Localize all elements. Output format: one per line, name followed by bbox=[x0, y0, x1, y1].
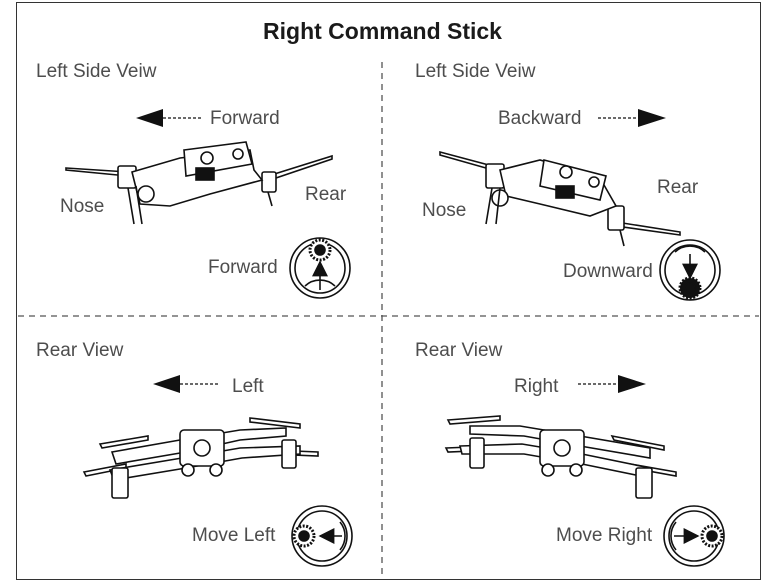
stick-move-right-icon bbox=[663, 505, 725, 567]
panel-4-view-label: Rear View bbox=[415, 340, 503, 361]
drone-side-backward-icon bbox=[439, 150, 681, 247]
panel-2-rear-label: Rear bbox=[657, 177, 699, 198]
panel-2-arrow-right-icon bbox=[598, 109, 666, 127]
panel-1-arrow-left-icon bbox=[136, 109, 202, 127]
panel-2-stick-label: Downward bbox=[563, 261, 653, 282]
panel-3-stick-label: Move Left bbox=[192, 525, 276, 546]
drone-rear-left-icon bbox=[82, 417, 319, 499]
drone-rear-right-icon bbox=[444, 415, 677, 499]
stick-move-left-icon bbox=[291, 505, 353, 567]
panel-1-direction-label: Forward bbox=[210, 108, 280, 129]
panel-4-direction-label: Right bbox=[514, 376, 559, 397]
panel-3-direction-label: Left bbox=[232, 376, 264, 397]
panel-4-stick-label: Move Right bbox=[556, 525, 653, 546]
diagram-title: Right Command Stick bbox=[263, 18, 502, 44]
panel-2-direction-label: Backward bbox=[498, 108, 582, 129]
panel-3-arrow-left-icon bbox=[153, 375, 220, 393]
stick-forward-icon bbox=[289, 237, 351, 299]
panel-2-nose-label: Nose bbox=[422, 200, 467, 221]
stick-downward-icon bbox=[659, 239, 721, 301]
panel-1-stick-label: Forward bbox=[208, 257, 278, 278]
diagram-frame bbox=[16, 2, 761, 580]
panel-1-rear-label: Rear bbox=[305, 184, 347, 205]
drone-side-forward-icon bbox=[65, 141, 333, 225]
panel-3-view-label: Rear View bbox=[36, 340, 124, 361]
panel-1-view-label: Left Side Veiw bbox=[36, 61, 157, 82]
panel-1-nose-label: Nose bbox=[60, 196, 105, 217]
panel-2-view-label: Left Side Veiw bbox=[415, 61, 536, 82]
panel-4-arrow-right-icon bbox=[578, 375, 646, 393]
